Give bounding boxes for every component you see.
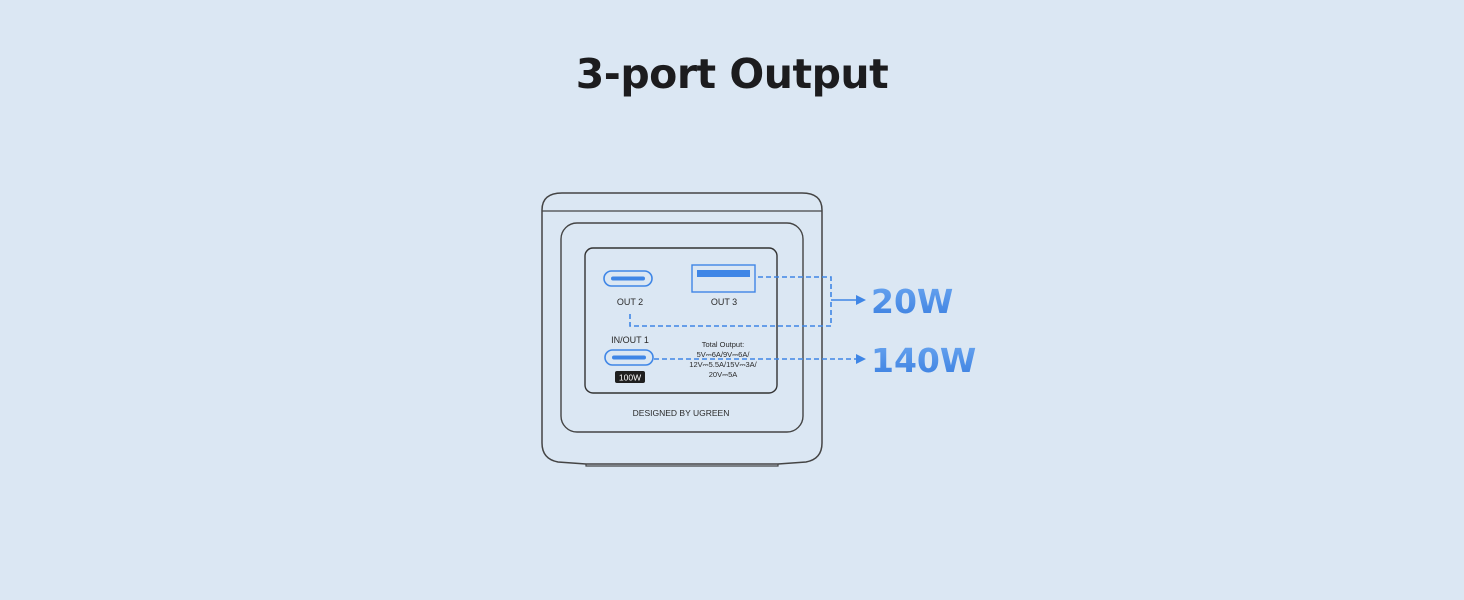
spec-line-3: 20V⎓5A [709, 370, 738, 379]
spec-heading: Total Output: [702, 340, 745, 349]
brand-text: DESIGNED BY UGREEN [633, 408, 730, 418]
inout1-badge-bg [615, 371, 645, 383]
arrow-20w-head [856, 295, 866, 305]
inout1-label: IN/OUT 1 [611, 335, 649, 345]
out2-label: OUT 2 [617, 297, 643, 307]
charger-foot [585, 464, 779, 467]
inout1-usbc-tongue [612, 355, 646, 360]
arrow-140w-head [856, 354, 866, 364]
page-title: 3-port Output [575, 50, 889, 98]
inout1-usbc-port [604, 349, 654, 366]
callout-20w: 20W [871, 282, 953, 321]
out3-usba-port [691, 264, 756, 293]
charger-bezel [560, 222, 804, 433]
out2-usbc-port [603, 270, 653, 287]
port-panel [584, 247, 778, 394]
out2-usbc-tongue [611, 276, 645, 281]
out3-label: OUT 3 [711, 297, 737, 307]
out2-connector-line [629, 300, 832, 327]
spec-line-1: 5V⎓6A/9V⎓6A/ [697, 350, 751, 359]
inout1-badge: 100W [619, 373, 641, 383]
callout-140w: 140W [871, 341, 976, 380]
out3-usba-tongue [697, 270, 750, 277]
out3-connector-line [758, 276, 832, 300]
spec-line-2: 12V⎓5.5A/15V⎓3A/ [689, 360, 757, 369]
charger-body-outline [541, 192, 823, 465]
